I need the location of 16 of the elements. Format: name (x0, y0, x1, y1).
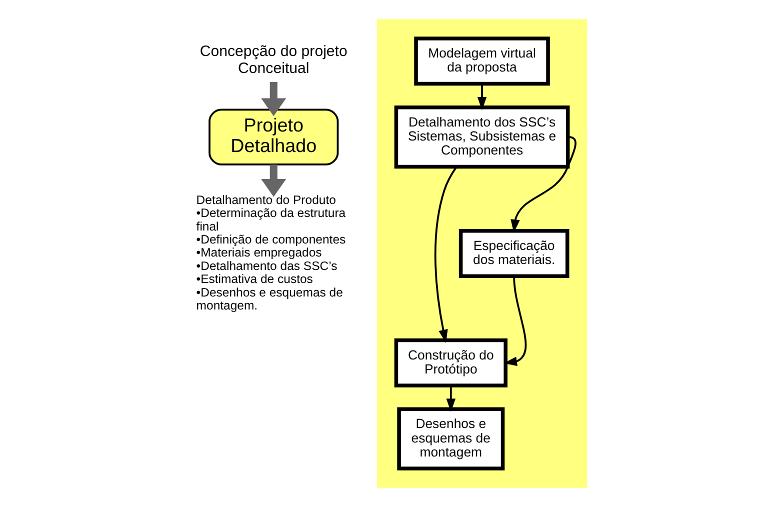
node-text: Detalhamento do Produto •Determinação da estrutura final •Definição de componentes •Materiais empregados •Detalhamento das SSC’s •Estimativa de custos •Desenhos e esquemas de montagem. (196, 192, 346, 313)
arrow (261, 164, 286, 197)
node-box: Detalhamento dos SSC’s Sistemas, Subsistemas e Componentes (394, 105, 570, 169)
arrow (477, 84, 487, 110)
arrow (510, 136, 576, 233)
cluster (376, 19, 588, 488)
node-box: Desenhos e esquemas de montagem (397, 407, 505, 470)
node-box: Especificação dos materiais. (458, 228, 570, 278)
node-text: Concepção do projeto Conceitual (200, 43, 348, 78)
node-box: Modelagem virtual da proposta (414, 36, 550, 86)
arrow (504, 277, 527, 366)
arrow (261, 82, 286, 116)
node-box: Construção do Protótipo (394, 338, 508, 388)
arrow (446, 386, 456, 412)
node-box: Projeto Detalhado (208, 108, 339, 166)
arrow (434, 166, 458, 343)
